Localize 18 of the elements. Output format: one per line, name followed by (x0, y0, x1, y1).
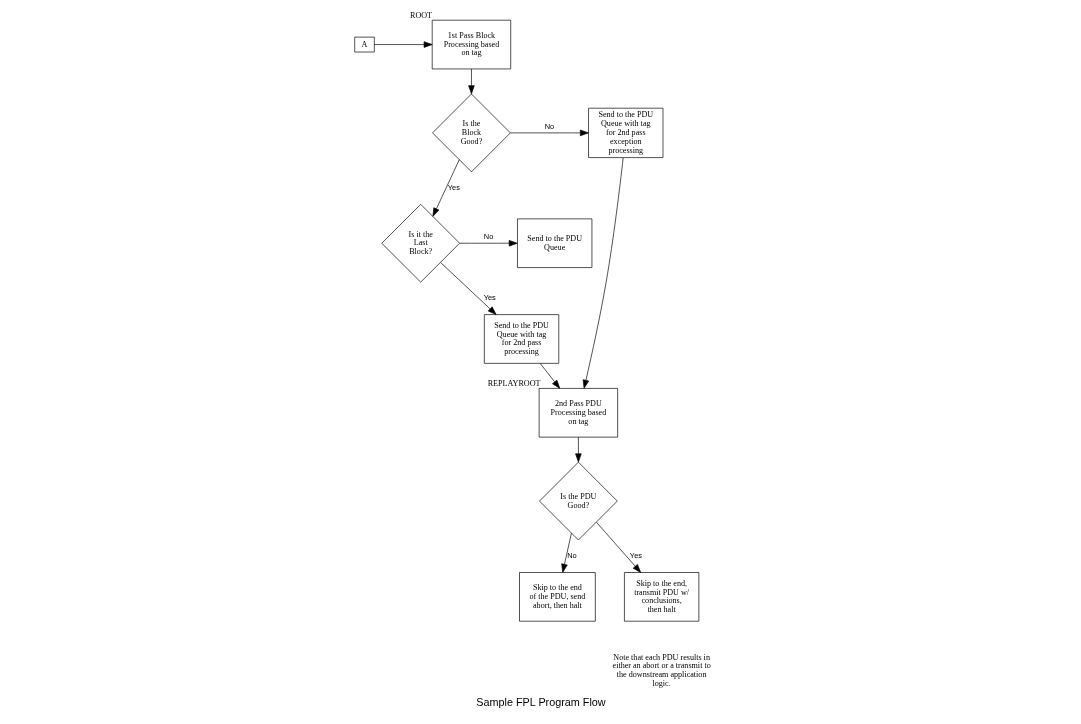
edge-label: No (544, 121, 554, 131)
arrow (595, 521, 641, 573)
edge-label: No (566, 551, 577, 561)
edge-label: No (483, 232, 493, 242)
arrow (458, 240, 518, 247)
arrow (574, 436, 582, 463)
arrow (539, 363, 560, 389)
arrow (373, 41, 433, 48)
edge-label: Yes (447, 182, 460, 192)
caption: Sample FPL Program Flow (475, 696, 606, 709)
arrow (582, 157, 623, 389)
arrow (509, 129, 589, 137)
edge-label: Yes (629, 551, 642, 561)
arrow (467, 68, 475, 95)
arrow (439, 262, 496, 315)
edge-label: Yes (483, 293, 496, 303)
arrow (432, 159, 460, 217)
arrow (560, 532, 572, 573)
